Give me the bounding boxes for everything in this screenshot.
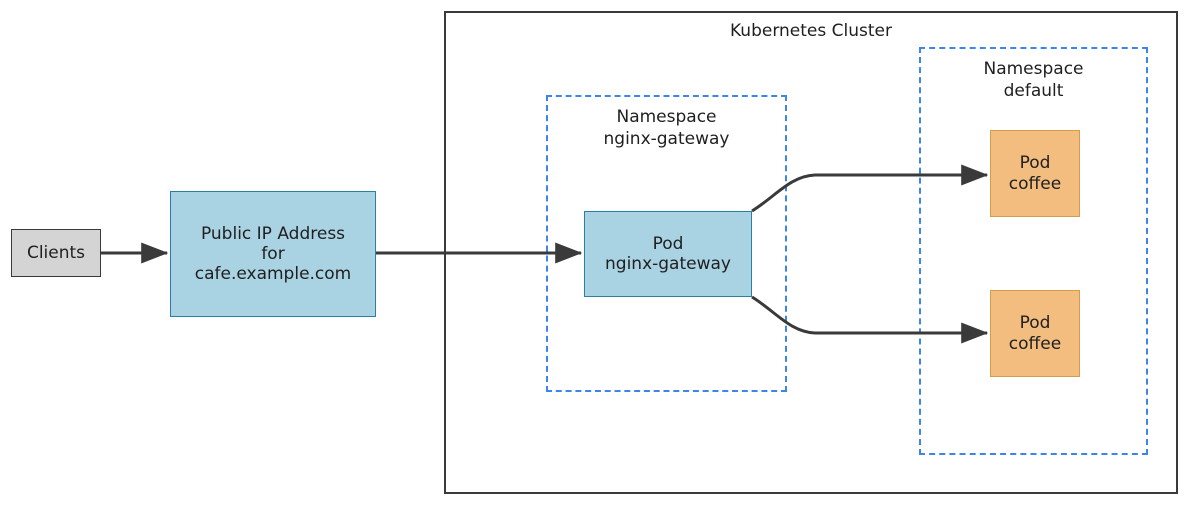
kubernetes-cluster-label: Kubernetes Cluster	[730, 21, 892, 41]
namespace-default-container: Namespace default	[919, 47, 1148, 455]
namespace-default-label: Namespace default	[983, 59, 1084, 102]
node-pod-coffee-top[interactable]: Pod coffee	[990, 130, 1080, 217]
node-pod-coffee-bottom[interactable]: Pod coffee	[990, 290, 1080, 377]
namespace-nginx-gateway-container: Namespace nginx-gateway	[546, 95, 787, 392]
node-clients[interactable]: Clients	[11, 229, 101, 277]
node-pod-nginx-gateway[interactable]: Pod nginx-gateway	[584, 211, 752, 297]
namespace-nginx-gateway-label: Namespace nginx-gateway	[603, 107, 730, 150]
node-public-ip-address[interactable]: Public IP Address for cafe.example.com	[170, 191, 376, 317]
